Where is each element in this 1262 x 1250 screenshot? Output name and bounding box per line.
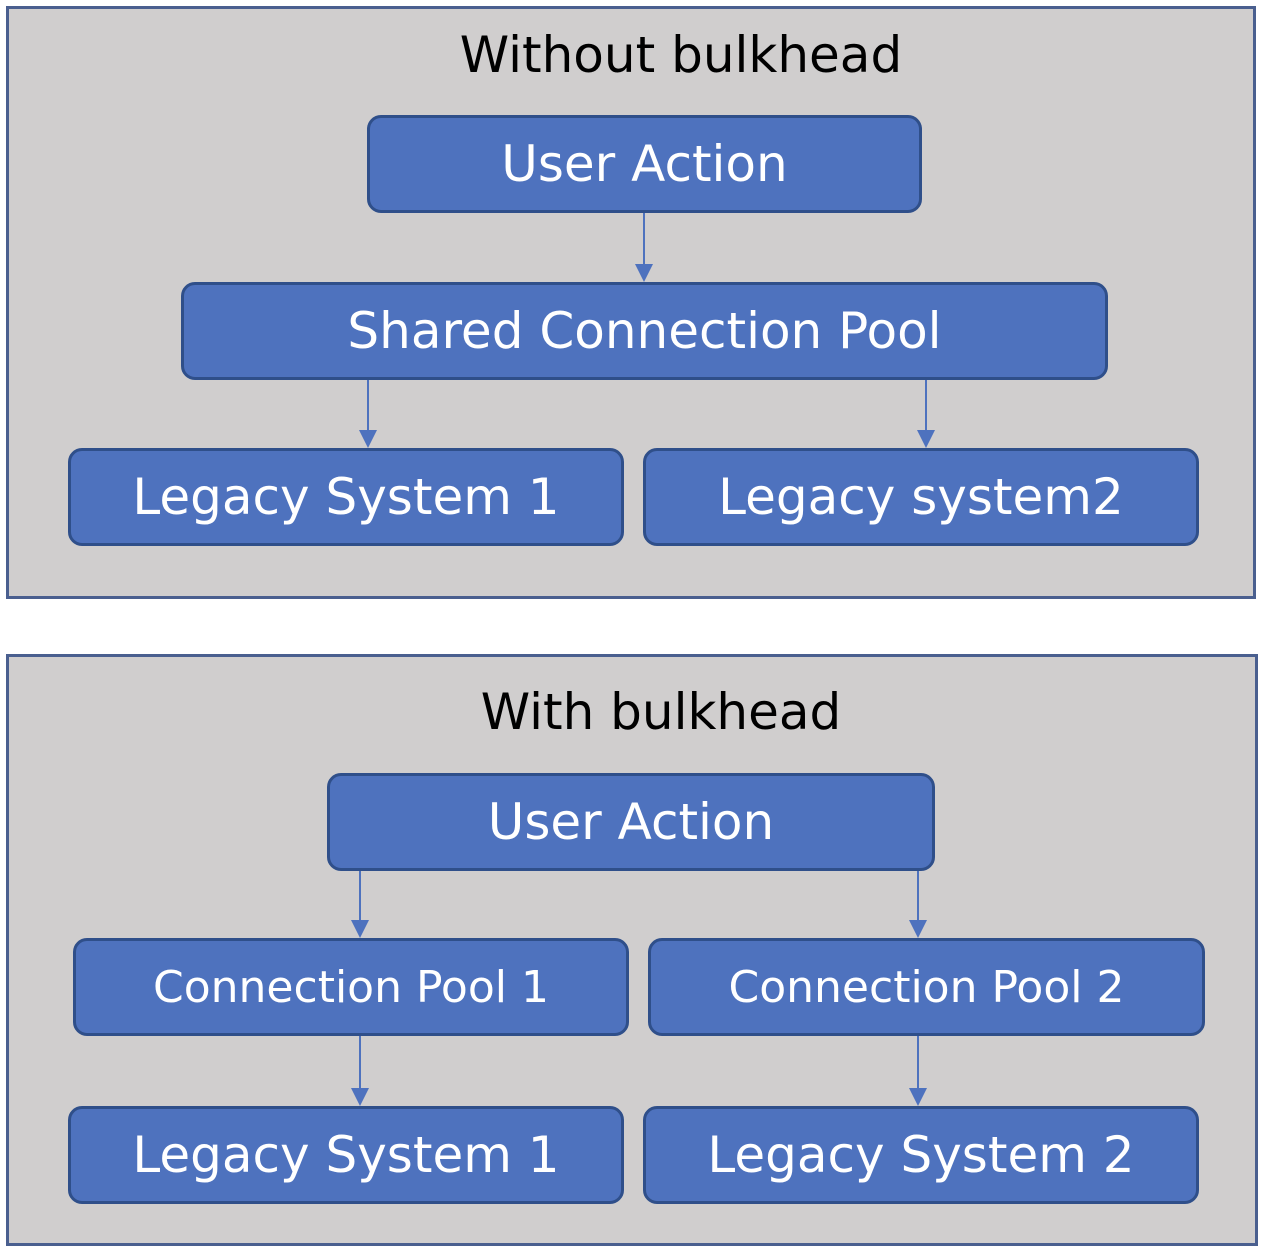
shared-connection-pool-node: Shared Connection Pool [181,282,1108,380]
with-bulkhead-title: With bulkhead [480,683,842,741]
legacy-system-2-node-bottom: Legacy System 2 [643,1106,1199,1204]
connection-pool-1-node: Connection Pool 1 [73,938,629,1036]
without-bulkhead-title: Without bulkhead [459,26,903,84]
legacy-system-1-node-top: Legacy System 1 [68,448,624,546]
legacy-system-1-node-bottom: Legacy System 1 [68,1106,624,1204]
legacy-system-2-node-top: Legacy system2 [643,448,1199,546]
user-action-node-top: User Action [367,115,922,213]
user-action-node-bottom: User Action [327,773,935,871]
connection-pool-2-node: Connection Pool 2 [648,938,1205,1036]
